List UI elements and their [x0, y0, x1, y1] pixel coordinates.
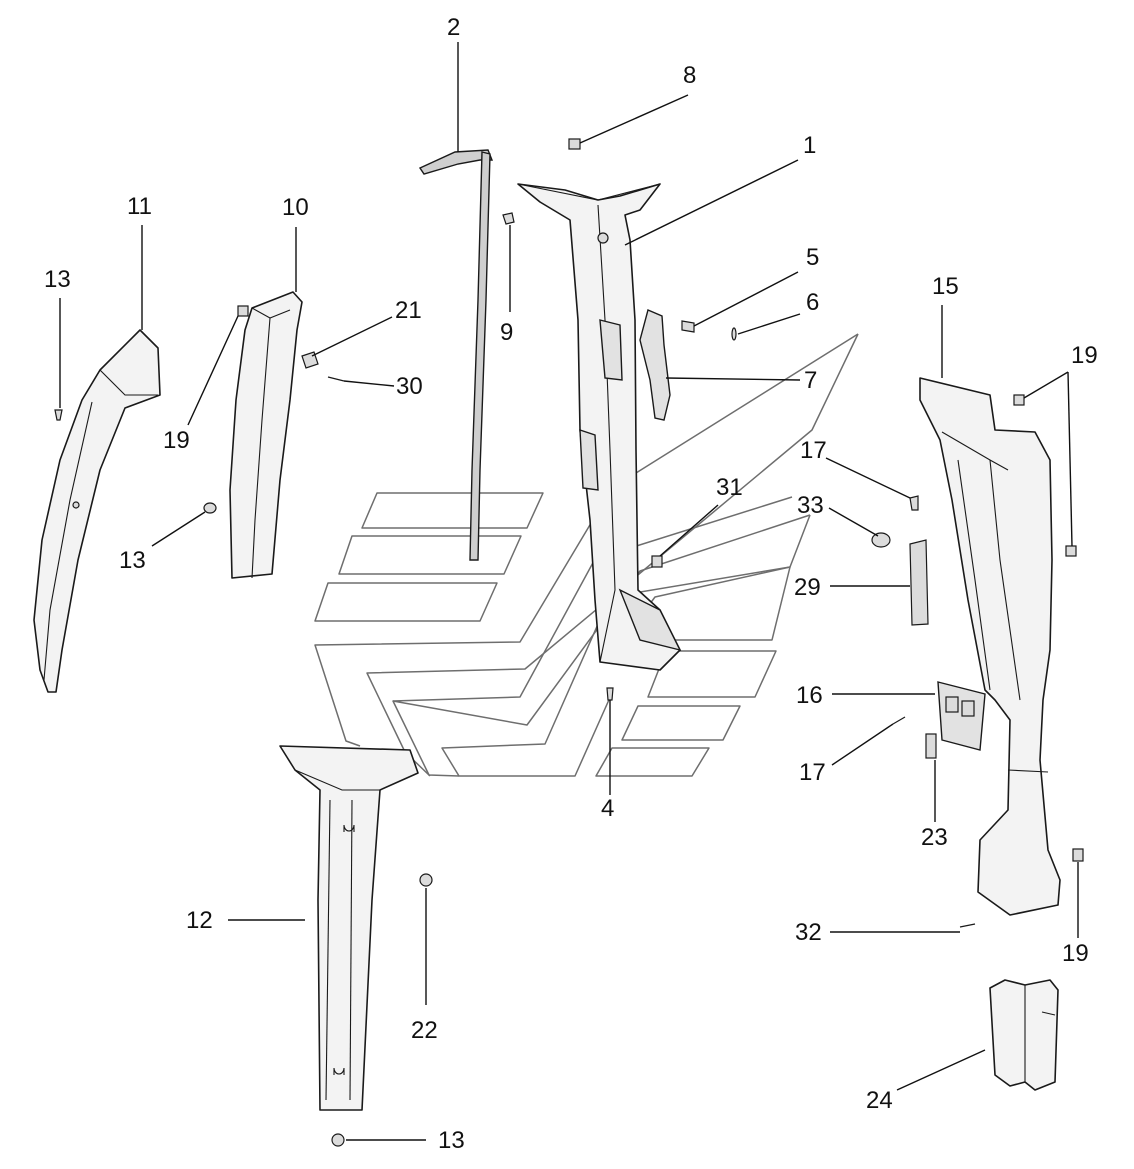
part-4-screw	[606, 687, 614, 701]
part-19-clip-b	[1013, 394, 1025, 406]
part-22-clip	[419, 873, 433, 887]
part-31-clip	[651, 555, 663, 568]
part-7-handle	[639, 309, 671, 421]
part-9-screw	[502, 212, 515, 225]
part-33-plug	[871, 532, 891, 548]
part-1-pillar-trim	[517, 183, 682, 671]
callout-5: 5	[806, 244, 819, 271]
part-8-clip	[568, 138, 581, 150]
callout-10: 10	[282, 194, 309, 221]
callout-4: 4	[601, 795, 614, 822]
callout-17-top: 17	[800, 437, 827, 464]
callout-labels: 2 8 1 9 5 6 7 11 13 10 21 30 19 13 31 4 …	[44, 14, 1098, 1154]
part-29-label	[909, 539, 929, 626]
part-13-clip-c	[331, 1133, 345, 1147]
callout-1: 1	[803, 132, 816, 159]
callout-11: 11	[127, 193, 152, 220]
callout-16: 16	[796, 682, 823, 709]
part-16-switch-panel	[937, 681, 986, 751]
callout-33: 33	[797, 492, 824, 519]
callout-13-top: 13	[44, 266, 71, 293]
callout-8: 8	[683, 62, 696, 89]
callout-19-left: 19	[163, 427, 190, 454]
callout-32: 32	[795, 919, 822, 946]
part-2-seal-strip	[418, 149, 494, 561]
part-6-grommet	[731, 327, 737, 341]
part-10-trim	[229, 291, 303, 579]
callout-13-mid: 13	[119, 547, 146, 574]
callout-19-right: 19	[1071, 342, 1098, 369]
callout-30: 30	[396, 373, 423, 400]
callout-21: 21	[395, 297, 422, 324]
part-32-screw	[959, 923, 976, 928]
callout-22: 22	[411, 1017, 438, 1044]
callout-31: 31	[716, 474, 743, 501]
part-13-clip-a	[54, 409, 63, 421]
callout-7: 7	[804, 367, 817, 394]
callout-17-bottom: 17	[799, 759, 826, 786]
fasteners	[54, 138, 1084, 1147]
callout-23: 23	[921, 824, 948, 851]
part-5-bolt	[681, 320, 695, 333]
part-19-clip-a	[237, 305, 249, 317]
callout-2: 2	[447, 14, 460, 41]
part-24-cover	[989, 979, 1059, 1091]
part-19-clip-c	[1065, 545, 1077, 557]
callout-24: 24	[866, 1087, 893, 1114]
part-23-switch	[925, 733, 937, 759]
callout-6: 6	[806, 289, 819, 316]
callout-9: 9	[500, 319, 513, 346]
part-13-clip-b	[203, 502, 217, 514]
callout-13-bottom: 13	[438, 1127, 465, 1154]
callout-15: 15	[932, 273, 959, 300]
callout-12: 12	[186, 907, 213, 934]
leader-lines	[59, 42, 1079, 1141]
part-15-pillar-trim	[919, 377, 1061, 916]
part-21-clip	[301, 351, 319, 369]
part-11-trim	[33, 329, 161, 693]
part-19-clip-d	[1072, 848, 1084, 862]
part-17-screw-b	[892, 716, 906, 725]
part-30-screw	[327, 376, 345, 382]
part-17-screw-a	[909, 495, 919, 511]
callout-19-bottom: 19	[1062, 940, 1089, 967]
part-12-pillar-trim	[279, 745, 419, 1111]
callout-29: 29	[794, 574, 821, 601]
